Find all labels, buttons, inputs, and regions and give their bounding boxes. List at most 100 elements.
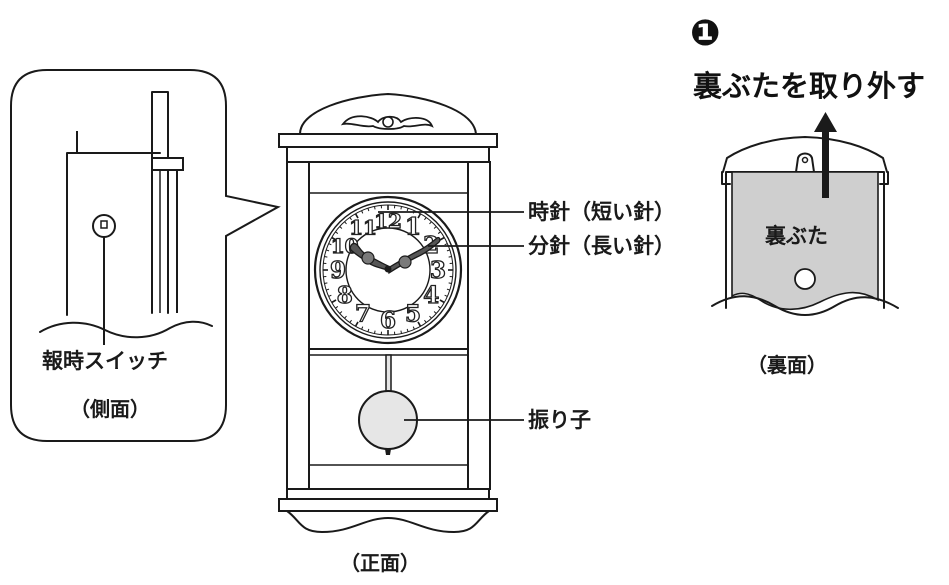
front-view-caption: （正面） (340, 551, 420, 575)
dial-numeral: 9 (330, 257, 346, 284)
dial-numeral: 4 (423, 282, 439, 309)
dial-numeral: 3 (430, 257, 446, 284)
side-view-panel: 報時スイッチ （側面） (10, 69, 281, 442)
dial-tick (326, 288, 330, 291)
dial-inner-ring (345, 227, 431, 313)
dial-tick (373, 206, 376, 210)
top-cornice (278, 133, 498, 148)
dial-tick (439, 236, 445, 241)
dial-tick (400, 330, 403, 334)
dial-ticks (323, 205, 453, 335)
dial-tick (424, 319, 427, 323)
dial-numeral: 1 (405, 214, 421, 241)
minute-hand-scroll (398, 255, 412, 269)
dial-tick (439, 299, 445, 304)
dial-tick (326, 249, 330, 252)
back-view: ❶ 裏ぶたを取り外す 裏ぶた （裏面） (690, 13, 925, 377)
dial-tick (361, 326, 364, 330)
dial-tick (437, 306, 441, 309)
dial-numeral: 8 (337, 282, 353, 309)
dial-tick (339, 311, 343, 314)
chime-switch-label: 報時スイッチ (42, 349, 168, 373)
cabinet-pillar (151, 91, 169, 314)
base-plinth (286, 488, 490, 500)
dial-tick (417, 213, 422, 219)
dial-tick (367, 328, 370, 332)
dial-tick (429, 221, 432, 225)
dial-tick (429, 315, 432, 319)
dial-tick (331, 299, 337, 304)
dial-tick (400, 206, 403, 210)
removal-arrow-shaft (822, 128, 829, 198)
side-view-caption: （側面） (70, 397, 150, 421)
chime-switch-knob[interactable] (100, 220, 108, 229)
back-view-caption: （裏面） (747, 353, 827, 377)
crown-ornament-center (382, 116, 394, 128)
pendulum-rod (385, 354, 392, 393)
side-cut-line (39, 320, 213, 339)
dial-tick (412, 326, 415, 330)
hour-hand-label: 時針（短い針） (528, 200, 675, 224)
step-title: 裏ぶたを取り外す (693, 69, 925, 103)
dial-tick (446, 249, 450, 252)
front-view-clock: 121234567891011 時針（短い針） 分針（長い針） 振り子 （正面） (278, 93, 675, 575)
dial-tick (433, 226, 437, 229)
base-cornice (278, 498, 498, 512)
hand-center-cap (384, 265, 392, 273)
dial-tick (367, 208, 370, 212)
removal-arrow-head (814, 112, 837, 132)
dial-ring-2 (319, 201, 457, 339)
clock-crown (299, 93, 477, 135)
side-view-callout-box (10, 69, 281, 442)
dial-tick (324, 282, 328, 285)
dial-tick (344, 221, 347, 225)
dial-numeral: 6 (380, 307, 396, 334)
dial-tick (328, 294, 332, 297)
dial-tick (335, 231, 339, 234)
back-crown (722, 136, 888, 173)
back-cover-hole (794, 268, 816, 290)
back-cover-label: 裏ぶた (764, 224, 828, 248)
minute-hand-label: 分針（長い針） (528, 234, 675, 258)
left-pillar (286, 161, 310, 490)
step-marker: ❶ (690, 13, 720, 54)
dial-tick (424, 217, 427, 221)
hour-hand-scroll (361, 251, 375, 265)
back-cut-line (711, 295, 899, 316)
back-tab-left (721, 171, 731, 185)
dial-tick (406, 328, 409, 332)
dial-tick (339, 226, 343, 229)
back-hanger-hole (801, 156, 809, 164)
top-cornice-lower (286, 146, 490, 163)
back-cover-panel[interactable] (731, 171, 879, 311)
dial-numeral: 7 (355, 300, 371, 327)
dial-tick (437, 231, 441, 234)
dial-tick (349, 319, 352, 323)
dial-tick (335, 306, 339, 309)
dial-tick (349, 217, 352, 221)
dial-tick (373, 330, 376, 334)
dial-tick (331, 236, 337, 241)
cabinet-side (66, 152, 161, 316)
dial-tick (354, 213, 359, 219)
dial-tick (361, 210, 364, 214)
dial-tick (446, 288, 450, 291)
pendulum-tip (385, 449, 391, 455)
dial-tick (328, 243, 332, 246)
dial-numeral: 11 (349, 216, 377, 240)
dial-numerals: 121234567891011 (329, 208, 446, 334)
dial-tick (448, 255, 452, 258)
dial-tick (406, 208, 409, 212)
dial-tick (448, 282, 452, 285)
base-skirt (286, 510, 490, 533)
dial-tick (433, 311, 437, 314)
dial-tick (324, 255, 328, 258)
dial-tick (444, 243, 448, 246)
dial-tick (444, 294, 448, 297)
right-pillar (467, 161, 491, 490)
dial-tick (417, 321, 422, 327)
pendulum-label: 振り子 (528, 408, 591, 432)
dial-tick (354, 321, 359, 327)
dial-tick (344, 315, 347, 319)
